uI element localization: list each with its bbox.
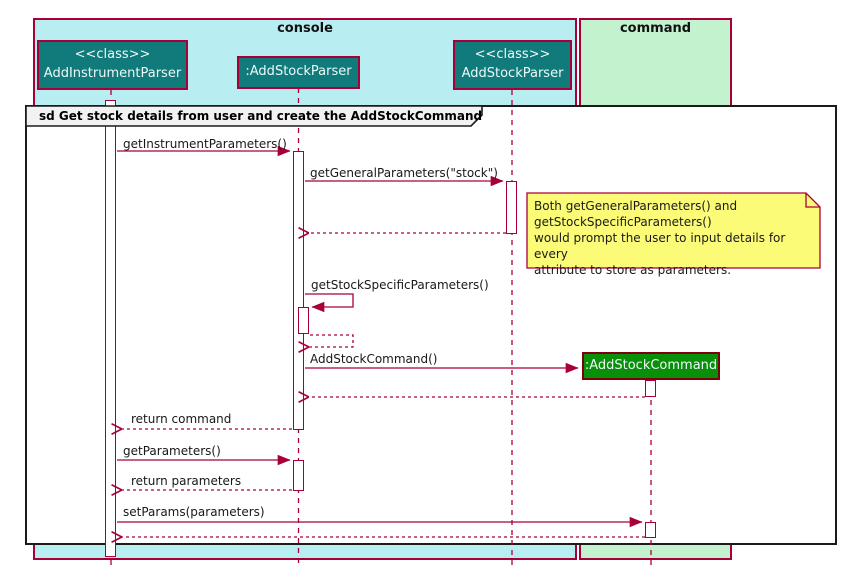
message-label-setparams: setParams(parameters) [123,505,265,519]
participant-addinstrumentparser: <<class>> AddInstrumentParser [37,40,188,90]
frame-title: sd Get stock details from user and creat… [39,109,483,123]
note-shape [526,192,821,269]
activation-addstockparser-getparams [293,460,304,491]
participant-addstockcommand: :AddStockCommand [582,352,720,380]
activation-addstockparser-self [298,307,309,334]
participant-name: :AddStockParser [245,64,352,80]
participant-name: :AddStockCommand [584,357,718,373]
message-label-return-command: return command [131,412,232,426]
command-box-label: command [619,21,692,36]
message-label-getstockspecificparameters: getStockSpecificParameters() [311,278,489,292]
note-text: Both getGeneralParameters() and getStock… [534,199,786,277]
participant-name: AddInstrumentParser [43,66,182,81]
message-label-addstockcommand: AddStockCommand() [310,352,438,366]
activation-addstockcommand-create [645,380,656,397]
activation-addstockcommand-setparams [645,522,656,538]
activation-addinstrumentparser [105,100,116,557]
arrow-return-self [307,334,354,347]
activation-addstockparser-class [506,181,517,234]
console-box-label: console [277,21,333,36]
note-fold-icon [805,193,820,208]
participant-stereotype: <<class>> [474,47,551,63]
message-label-getinstrumentparameters: getInstrumentParameters() [123,137,287,151]
activation-addstockparser-main [293,151,304,430]
participant-addstockparser-instance: :AddStockParser [237,56,360,89]
sequence-frame [25,105,837,545]
message-label-getgeneralparameters: getGeneralParameters("stock") [310,166,498,180]
participant-addstockparser-class: <<class>> AddStockParser [453,40,572,90]
arrow-getstockspecificparameters-self [305,293,354,313]
message-label-getparameters: getParameters() [123,444,221,458]
message-label-return-parameters: return parameters [131,474,242,488]
frame-title-pentagon [25,105,483,127]
participant-stereotype: <<class>> [74,47,151,63]
participant-name: AddStockParser [461,66,564,81]
